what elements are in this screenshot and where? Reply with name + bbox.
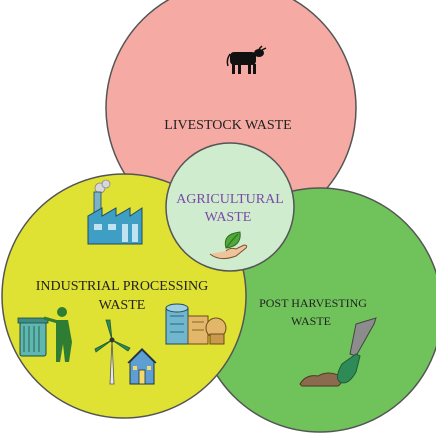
- center-circle: [165, 142, 295, 272]
- industrial-label-line1: INDUSTRIAL PROCESSING: [36, 279, 209, 294]
- shovel-soil-icon: [299, 317, 377, 387]
- industrial-plant-icon: [165, 303, 227, 345]
- house-icon: [127, 347, 157, 385]
- leaf-hand-icon: [209, 231, 248, 260]
- post-harvesting-label-line2: WASTE: [291, 314, 331, 328]
- cow-icon: [226, 45, 267, 74]
- recycle-person-icon: [17, 307, 72, 362]
- industrial-label-line2: WASTE: [99, 298, 146, 313]
- post-harvesting-label-line1: POST HARVESTING: [259, 296, 367, 310]
- livestock-label: LIVESTOCK WASTE: [164, 118, 291, 133]
- factory-icon: [87, 179, 143, 245]
- center-title-line1: AGRICULTURAL: [176, 192, 284, 207]
- wind-turbine-icon: [94, 319, 131, 385]
- center-title-line2: WASTE: [205, 210, 252, 225]
